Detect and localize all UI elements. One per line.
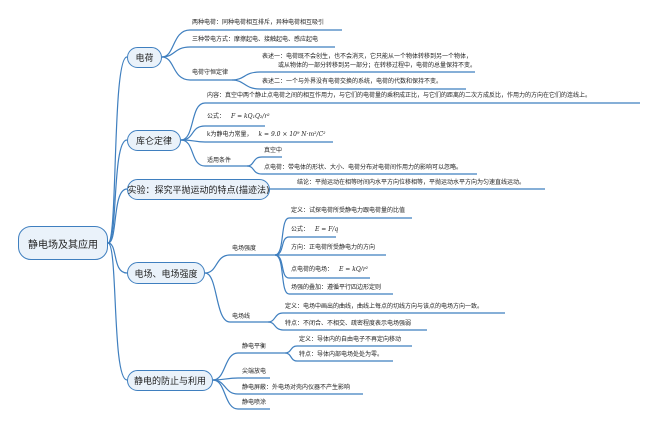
leaf-k-constant[interactable]: k为静电力常量， k = 9.0 × 10⁹ N·m²/C² — [205, 131, 328, 141]
leaf-field-formula[interactable]: 公式： E = F/q — [289, 226, 340, 236]
leaf-vacuum[interactable]: 真空中 — [264, 147, 283, 154]
branch-charge[interactable]: 电荷 — [127, 47, 162, 68]
leaf-conditions[interactable]: 适用条件 — [207, 157, 232, 164]
formula: F = kQ₁Q₂/r² — [231, 113, 270, 120]
k-value: k = 9.0 × 10⁹ N·m²/C² — [258, 131, 326, 138]
formula-label: 公式： — [291, 226, 310, 233]
leaf-eq-feature[interactable]: 特点：导体内部电场处处为零。 — [299, 351, 384, 358]
formula-label: 公式： — [207, 113, 226, 120]
leaf-superposition[interactable]: 场强的叠加：遵循平行四边形定则 — [291, 284, 382, 291]
branch-experiment[interactable]: 实验：探究平抛运动的特点(描迹法) — [127, 179, 270, 200]
leaf-eq-definition[interactable]: 定义：导体内的自由电子不再定向移动 — [299, 336, 402, 343]
leaf-lines-feature[interactable]: 特点：不闭合、不相交、疏密程度表示电场强弱 — [285, 320, 412, 327]
leaf-spray[interactable]: 静电喷涂 — [242, 399, 267, 406]
leaf-statement1-line1[interactable]: 表述一：电荷既不会创生，也不会消灭，它只能从一个物体转移到另一个物体， — [262, 53, 473, 60]
leaf-field-definition[interactable]: 定义：试探电荷所受静电力跟电荷量的比值 — [291, 207, 406, 214]
branch-coulomb[interactable]: 库仑定律 — [127, 130, 181, 151]
leaf-lines-definition[interactable]: 定义：电场中画出的曲线，曲线上每点的切线方向与该点的电场方向一致。 — [285, 303, 484, 310]
leaf-two-kinds[interactable]: 两种电荷：同种电荷相互排斥，异种电荷相互吸引 — [192, 19, 325, 26]
leaf-statement2[interactable]: 表述二：一个与外界没有电荷交换的系统，电荷的代数和保持不变。 — [262, 78, 443, 85]
leaf-equilibrium[interactable]: 静电平衡 — [242, 343, 267, 350]
leaf-coulomb-content[interactable]: 内容：真空中两个静止点电荷之间的相互作用力，与它们的电荷量的乘积成正比，与它们的… — [207, 92, 592, 99]
leaf-coulomb-formula[interactable]: 公式： F = kQ₁Q₂/r² — [205, 113, 272, 123]
leaf-conservation[interactable]: 电荷守恒定律 — [192, 69, 229, 76]
leaf-three-ways[interactable]: 三种带电方式：摩擦起电、接触起电、感应起电 — [192, 36, 319, 43]
branch-static[interactable]: 静电的防止与利用 — [127, 370, 213, 391]
k-label: k为静电力常量， — [207, 131, 253, 138]
formula: E = F/q — [315, 226, 339, 233]
branch-field[interactable]: 电场、电场强度 — [127, 262, 205, 284]
leaf-field-strength[interactable]: 电场强度 — [232, 245, 257, 252]
leaf-field-direction[interactable]: 方向：正电荷所受静电力的方向 — [291, 244, 376, 251]
leaf-tip-discharge[interactable]: 尖端放电 — [242, 368, 267, 375]
leaf-point-field[interactable]: 点电荷的电场： E = kQ/r² — [289, 266, 370, 276]
point-formula: E = kQ/r² — [339, 266, 369, 273]
point-label: 点电荷的电场： — [291, 266, 334, 273]
root-node[interactable]: 静电场及其应用 — [18, 226, 108, 260]
leaf-point-charge[interactable]: 点电荷：带电体的形状、大小、电荷分布对电荷间作用力的影响可以忽略。 — [264, 164, 463, 171]
leaf-conclusion[interactable]: 结论：平抛运动在相等时间内水平方向位移相等，平抛运动水平方向为匀速直线运动。 — [297, 179, 526, 186]
leaf-statement1-line2[interactable]: 或从物体的一部分转移到另一部分；在转移过程中，电荷的总量保持不变。 — [278, 62, 477, 69]
leaf-shielding[interactable]: 静电屏蔽：外电场对壳内仪器不产生影响 — [242, 384, 351, 391]
leaf-field-lines[interactable]: 电场线 — [232, 313, 251, 320]
